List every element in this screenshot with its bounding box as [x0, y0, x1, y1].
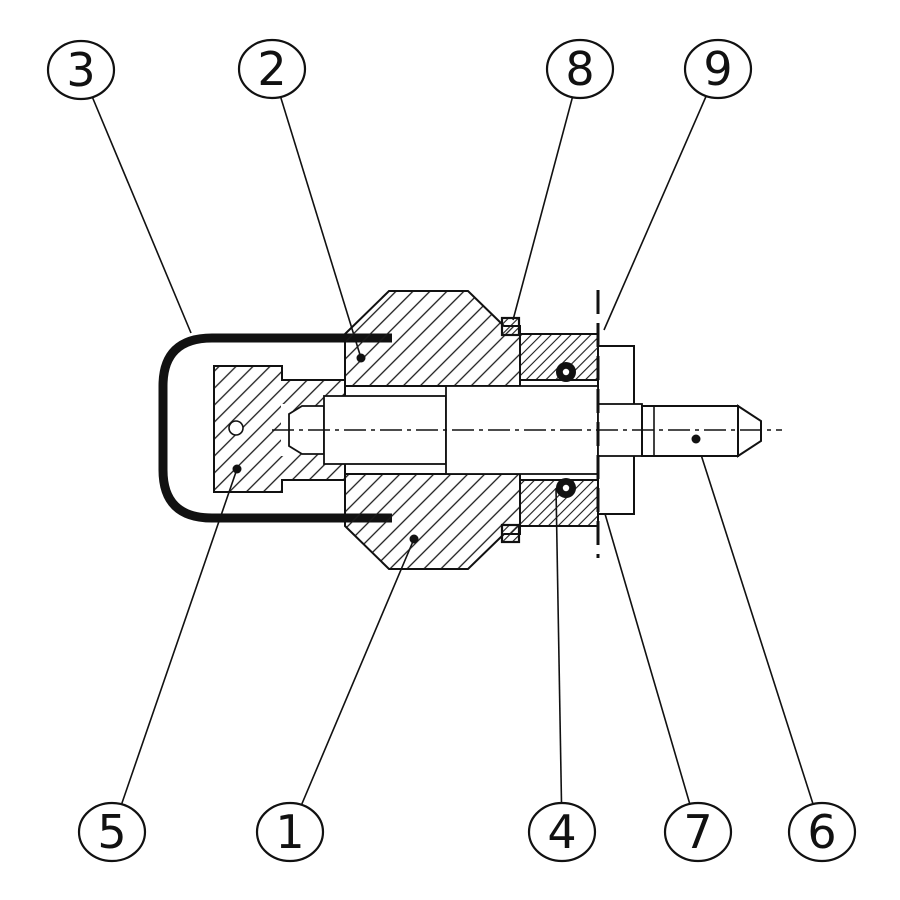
balloon-6-circle	[787, 801, 857, 863]
leader-line-2	[271, 68, 362, 359]
callout-balloons: 3 2 8 9 5 1 4 7	[46, 38, 857, 863]
balloon-6: 6	[787, 801, 857, 863]
seal-top	[500, 316, 521, 337]
leader-dot-2	[356, 353, 366, 363]
balloon-7-label: 7	[683, 805, 712, 859]
balloon-2: 2	[237, 38, 307, 100]
leader-line-3	[80, 69, 192, 334]
hex-body-lower	[344, 473, 521, 570]
leader-line-9	[603, 68, 719, 331]
leader-dot-5	[232, 464, 242, 474]
balloon-8-label: 8	[565, 42, 594, 96]
leader-line-5	[111, 468, 238, 833]
balloon-4-label: 4	[547, 805, 576, 859]
balloon-3-label: 3	[66, 43, 95, 97]
leader-line-8	[512, 68, 581, 321]
leader-line-6	[695, 438, 823, 833]
assembly-section	[158, 290, 782, 570]
balloon-2-circle	[237, 38, 307, 100]
balloon-9-label: 9	[703, 42, 732, 96]
balloon-4: 4	[527, 801, 597, 863]
leader-dot-6	[691, 434, 701, 444]
balloon-3-circle	[46, 39, 116, 101]
balloon-1-circle	[255, 801, 325, 863]
balloon-7-circle	[663, 801, 733, 863]
seal-bottom	[500, 523, 521, 544]
balloon-2-label: 2	[257, 42, 286, 96]
balloon-8-circle	[545, 38, 615, 100]
balloon-8: 8	[545, 38, 615, 100]
balloon-3: 3	[46, 39, 116, 101]
balloon-7: 7	[663, 801, 733, 863]
rubber-boot	[158, 333, 392, 523]
plug-hole	[228, 420, 244, 436]
balloon-6-label: 6	[807, 805, 836, 859]
balloon-1-label: 1	[275, 805, 304, 859]
balloon-1: 1	[255, 801, 325, 863]
balloon-5-circle	[77, 801, 147, 863]
oring-top-center	[562, 368, 570, 376]
pin-tip	[737, 404, 762, 458]
leader-line-4	[555, 487, 563, 833]
leader-lines	[80, 68, 823, 833]
balloon-4-circle	[527, 801, 597, 863]
balloon-5: 5	[77, 801, 147, 863]
balloon-9-circle	[683, 38, 753, 100]
right-wall-lower	[519, 479, 599, 527]
oring-bottom-center	[562, 484, 570, 492]
pin-shaft	[641, 405, 739, 457]
balloon-9: 9	[683, 38, 753, 100]
leader-line-7	[602, 506, 699, 833]
leader-line-1	[289, 538, 415, 833]
leader-dot-1	[409, 534, 419, 544]
hex-body-upper	[344, 290, 521, 387]
leader-dots	[232, 353, 701, 544]
balloon-5-label: 5	[97, 805, 126, 859]
